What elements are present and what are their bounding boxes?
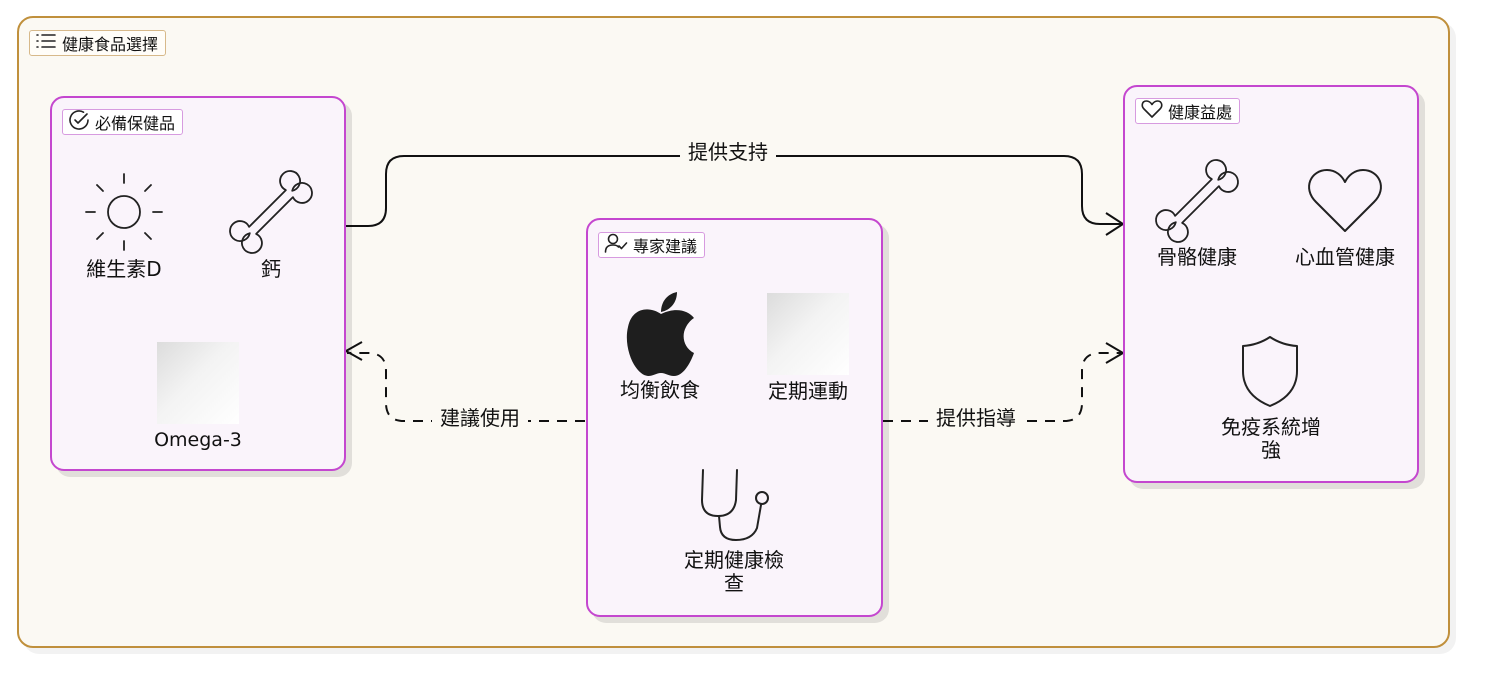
item-immunity-line1: 免疫系統增 (1221, 415, 1321, 439)
group-supplements-tag: 必備保健品 (62, 109, 184, 135)
edge-recommend-arrow (343, 341, 363, 361)
item-omega3: Omega-3 (154, 429, 242, 451)
item-checkup-line1: 定期健康檢 (684, 548, 784, 572)
item-immunity-line2: 強 (1261, 438, 1281, 462)
diagram-title-tag: 健康食品選擇 (29, 30, 167, 56)
item-checkup-line2: 查 (724, 571, 744, 595)
group-expert-title: 專家建議 (633, 237, 698, 256)
item-exercise: 定期運動 (768, 379, 848, 403)
group-expert-tag: 專家建議 (598, 232, 706, 258)
exercise-image-placeholder (767, 293, 849, 375)
group-expert (586, 218, 883, 617)
group-benefits (1123, 85, 1419, 483)
item-bone-health: 骨骼健康 (1157, 245, 1237, 269)
omega3-image-placeholder (157, 342, 239, 424)
item-calcium: 鈣 (261, 257, 281, 281)
edge-guide (883, 352, 1122, 422)
group-supplements-title: 必備保健品 (95, 114, 176, 133)
item-balanced-diet: 均衡飲食 (620, 378, 700, 402)
edge-recommend (347, 352, 585, 422)
edge-label-guide: 提供指導 (928, 406, 1024, 430)
group-benefits-title: 健康益處 (1168, 103, 1233, 122)
group-benefits-tag: 健康益處 (1135, 98, 1241, 124)
list-icon (35, 32, 57, 54)
item-vitamin-d: 維生素D (86, 257, 162, 281)
user-check-icon (604, 232, 628, 258)
diagram-title: 健康食品選擇 (62, 35, 159, 54)
circle-check-icon (68, 109, 90, 135)
item-cardio-health: 心血管健康 (1295, 245, 1395, 269)
edge-label-recommend: 建議使用 (432, 406, 528, 430)
heart-outline-icon (1141, 99, 1163, 123)
edge-label-support: 提供支持 (680, 140, 776, 164)
